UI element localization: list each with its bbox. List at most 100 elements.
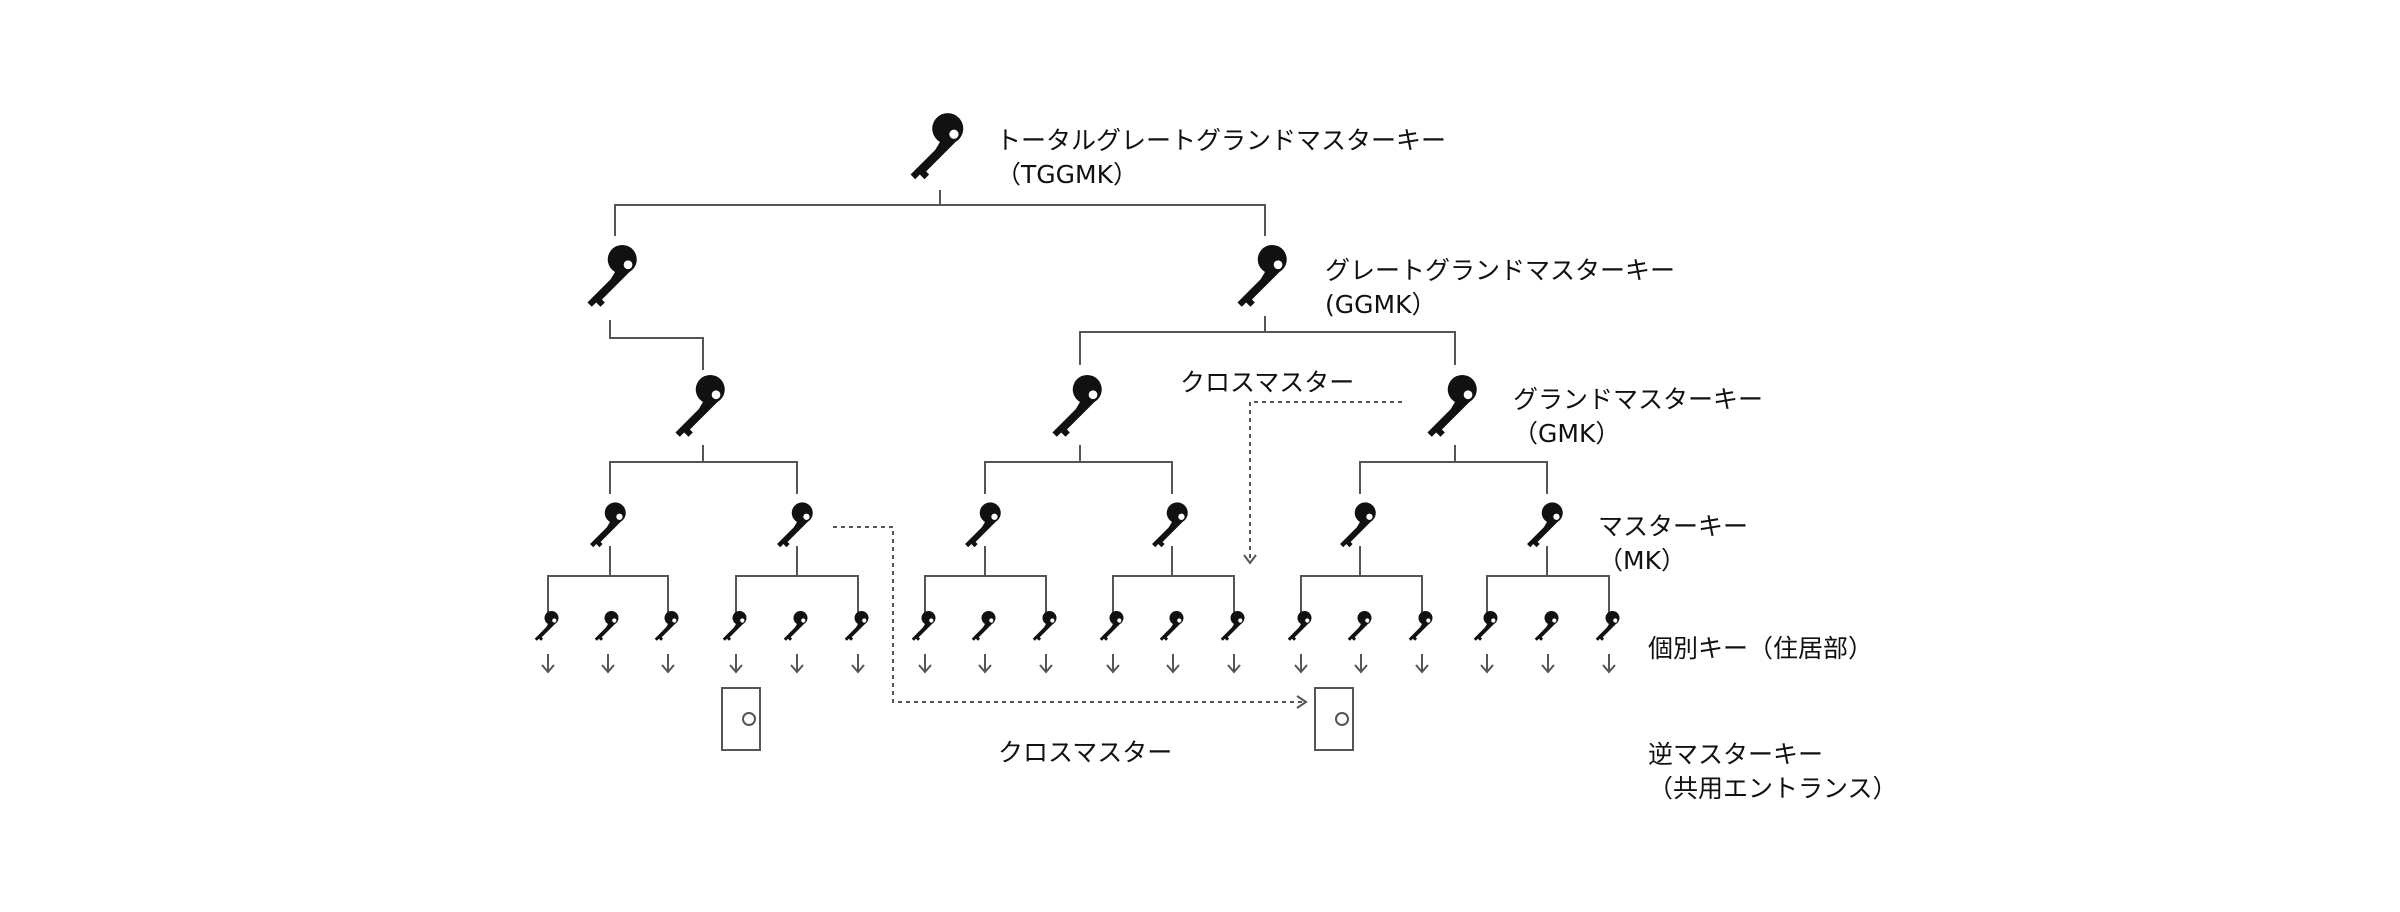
key-shape: [675, 374, 725, 437]
down-arrow-icon: [661, 654, 675, 674]
door-frame: [721, 687, 761, 751]
cross-master-link-top: [1249, 401, 1402, 562]
key-shape: [1152, 502, 1188, 548]
key-shape: [965, 502, 1001, 548]
door-knob: [742, 712, 756, 726]
key-shape: [1527, 502, 1563, 548]
individual-key-icon: [971, 610, 996, 641]
key-shape: [594, 610, 619, 641]
down-arrow-icon: [1166, 654, 1180, 674]
mk-bracket: [924, 575, 1047, 614]
key-shape: [1534, 610, 1559, 641]
arrow-head: [1106, 664, 1120, 674]
down-arrow-icon: [601, 654, 615, 674]
key-shape: [1595, 610, 1620, 641]
mk-bracket: [1486, 575, 1610, 614]
master-key-icon: [1340, 502, 1376, 548]
arrow-head: [790, 664, 804, 674]
cross-master-arrowhead-bottom: [1296, 695, 1308, 709]
individual-key-icon: [1220, 610, 1245, 641]
arrow-head: [1294, 664, 1308, 674]
door-icon: [721, 687, 761, 751]
down-arrow-icon: [1602, 654, 1616, 674]
arrow-head: [1541, 664, 1555, 674]
key-shape: [910, 113, 964, 180]
tggmk-bracket: [614, 204, 1266, 236]
cross-master-top-label: クロスマスター: [1180, 368, 1355, 397]
down-arrow-icon: [918, 654, 932, 674]
key-shape: [1052, 374, 1102, 437]
left-ggmk-level-key-icon: [587, 244, 637, 307]
key-shape: [1099, 610, 1124, 641]
individual-key-icon: [1032, 610, 1057, 641]
arrow-head: [918, 664, 932, 674]
mk-name: マスターキー: [1598, 512, 1749, 541]
key-shape: [844, 610, 869, 641]
door-icon: [1314, 687, 1354, 751]
down-arrow-icon: [1039, 654, 1053, 674]
arrow-head: [1227, 664, 1241, 674]
down-arrow-icon: [851, 654, 865, 674]
down-arrow-icon: [541, 654, 555, 674]
tggmk-key-icon: [910, 113, 964, 180]
gmk-key-icon: [1427, 374, 1477, 437]
individual-key-icon: [1408, 610, 1433, 641]
individual-key-icon: [844, 610, 869, 641]
arrow-head: [851, 664, 865, 674]
mk-bracket: [547, 575, 669, 614]
cross-master-arrowhead-top: [1243, 554, 1257, 565]
key-shape: [1032, 610, 1057, 641]
master-key-icon: [777, 502, 813, 548]
individual-key-icon: [1159, 610, 1184, 641]
key-shape: [1340, 502, 1376, 548]
arrow-head: [1602, 664, 1616, 674]
arrow-head: [601, 664, 615, 674]
ggmk-key-icon: [1237, 244, 1287, 307]
ggmk-bracket: [1079, 331, 1456, 365]
down-arrow-icon: [1227, 654, 1241, 674]
arrow-head: [1415, 664, 1429, 674]
left-gmk-key-icon: [675, 374, 725, 437]
arrow-head: [1039, 664, 1053, 674]
cross-master-bottom-label: クロスマスター: [998, 738, 1173, 767]
down-arrow-icon: [1106, 654, 1120, 674]
down-arrow-icon: [790, 654, 804, 674]
arrow-head: [978, 664, 992, 674]
master-key-icon: [590, 502, 626, 548]
key-shape: [783, 610, 808, 641]
arrow-head: [661, 664, 675, 674]
key-shape: [587, 244, 637, 307]
gmk-label: グランドマスターキー （GMK）: [1513, 383, 1763, 451]
down-arrow-icon: [1480, 654, 1494, 674]
ggmk-name: グレートグランドマスターキー: [1325, 256, 1676, 285]
down-arrow-icon: [1541, 654, 1555, 674]
mk-bracket: [735, 575, 859, 614]
individual-key-icon: [722, 610, 747, 641]
tggmk-abbr: （TGGMK）: [996, 160, 1138, 189]
down-arrow-icon: [1294, 654, 1308, 674]
middle-gmk-bracket: [984, 461, 1173, 494]
mk-bracket: [1300, 575, 1423, 614]
arrow-head: [1166, 664, 1180, 674]
individual-key-icon: [1595, 610, 1620, 641]
key-shape: [1159, 610, 1184, 641]
gmk-abbr: （GMK）: [1513, 419, 1621, 448]
individual-key-icon: [911, 610, 936, 641]
tggmk-name: トータルグレートグランドマスターキー: [996, 126, 1447, 155]
arrow-head: [1354, 664, 1368, 674]
key-shape: [1427, 374, 1477, 437]
middle-gmk-key-icon: [1052, 374, 1102, 437]
door-knob: [1335, 712, 1349, 726]
key-shape: [654, 610, 679, 641]
key-shape: [1473, 610, 1498, 641]
key-shape: [1220, 610, 1245, 641]
individual-key-icon: [783, 610, 808, 641]
individual-key-icon: [1473, 610, 1498, 641]
key-shape: [1287, 610, 1312, 641]
ggmk-abbr: (GGMK）: [1325, 290, 1437, 319]
key-shape: [1408, 610, 1433, 641]
left-gmk-bracket: [609, 461, 798, 494]
key-shape: [777, 502, 813, 548]
down-arrow-icon: [978, 654, 992, 674]
individual-key-icon: [534, 610, 559, 641]
